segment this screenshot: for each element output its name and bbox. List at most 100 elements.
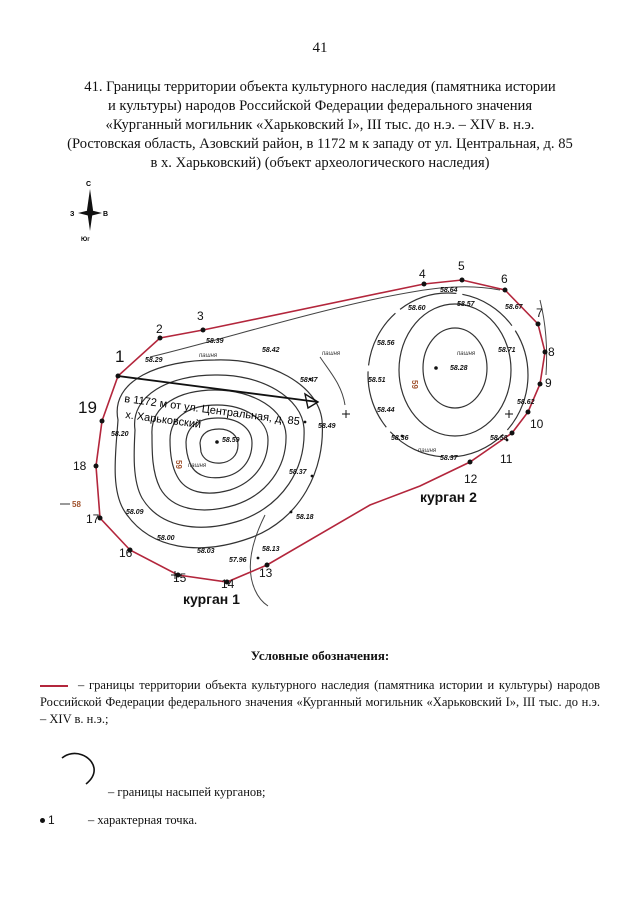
title-line: (Ростовская область, Азовский район, в 1… — [67, 136, 573, 152]
point-label: 11 — [500, 452, 513, 466]
elevation-label: 58.28 — [450, 365, 468, 372]
field-label: пашня — [188, 463, 207, 469]
title-line: и культуры) народов Российской Федерации… — [107, 98, 533, 114]
boundary-point — [525, 409, 531, 415]
field-label: пашня — [457, 351, 476, 357]
legend-boundary: – границы территории объекта культурного… — [40, 677, 600, 728]
terrain-line — [319, 356, 346, 406]
boundary-point — [535, 321, 541, 327]
elevation-label: 58.67 — [505, 304, 524, 311]
boundary-polygon — [95, 279, 546, 583]
legend-point-marker: 1 — [40, 813, 55, 827]
point-label: 1 — [115, 347, 124, 366]
elevation-label: 58.64 — [440, 287, 458, 294]
elevation-label: 57.96 — [229, 557, 247, 564]
elevation-label: 58.71 — [498, 347, 516, 354]
elevation-label: 58.47 — [300, 377, 319, 384]
elevation-label: 58.42 — [262, 347, 280, 354]
elevation-label: 58.37 — [440, 455, 459, 462]
contour-height-labels: 59 59 58 — [60, 380, 419, 509]
contour-height: 58 — [72, 500, 81, 509]
mound-contour — [151, 389, 287, 511]
field-label: пашня — [322, 351, 341, 357]
point-label: 12 — [464, 472, 478, 486]
mound-contour — [133, 374, 305, 528]
mound-contour — [199, 428, 239, 464]
boundary-point — [537, 381, 543, 387]
compass-east: В — [103, 211, 108, 218]
boundary-point — [157, 335, 163, 341]
mound-contour — [114, 359, 323, 549]
boundary-point — [509, 430, 515, 436]
elevation-label: 58.00 — [157, 535, 175, 542]
point-label: 7 — [536, 306, 543, 320]
contour-height: 59 — [410, 380, 419, 389]
elevation-label: 58.44 — [377, 407, 395, 414]
elevation-dots — [215, 366, 509, 560]
elevation-label: 58.56 — [377, 340, 395, 347]
point-label: 10 — [530, 417, 544, 431]
survey-markers — [171, 410, 513, 579]
elevation-label: 58.59 — [222, 437, 240, 444]
elevation-label: 58.49 — [318, 423, 336, 430]
elevation-labels: 58.29 58.39 58.42 58.47 58.49 58.37 58.1… — [111, 287, 535, 564]
mound-contour — [169, 404, 269, 494]
kurgan-2-label: курган 2 — [420, 489, 477, 505]
point-label: 18 — [73, 459, 87, 473]
elevation-label: 58.57 — [457, 301, 476, 308]
point-label: 4 — [419, 267, 426, 281]
legend-boundary-text: – границы территории объекта культурного… — [40, 678, 600, 726]
compass-west: З — [70, 211, 75, 218]
legend-point: – характерная точка. — [88, 813, 198, 827]
compass-icon: С З В Юг — [70, 181, 108, 243]
mound-border-swatch — [61, 752, 95, 785]
elevation-label: 58.36 — [391, 435, 409, 442]
field-labels: пашня пашня пашня пашня пашня — [188, 351, 476, 469]
title-line: «Курганный могильник «Харьковский I», II… — [105, 117, 535, 133]
point-dot-icon — [40, 818, 45, 824]
boundary-point — [421, 281, 427, 287]
mound-contour — [367, 292, 529, 458]
point-labels: 1 2 3 4 5 6 7 8 9 10 11 12 13 14 15 16 1… — [73, 259, 555, 591]
elevation-label: 58.51 — [368, 377, 386, 384]
kurgan-1-label: курган 1 — [183, 591, 240, 607]
terrain-line — [539, 299, 548, 376]
mound-contour — [398, 303, 512, 437]
boundary-point — [467, 459, 473, 465]
elevation-label: 58.13 — [262, 546, 280, 553]
point-label: 16 — [119, 546, 133, 560]
boundary-point — [224, 579, 230, 585]
compass-south: Юг — [81, 237, 90, 243]
elevation-label: 58.60 — [408, 305, 426, 312]
point-label: 5 — [458, 259, 465, 273]
site-plan-map: С З В Юг — [60, 181, 555, 607]
elevation-label: 58.20 — [111, 431, 129, 438]
elevation-label: 58.18 — [296, 514, 314, 521]
mound-contour — [185, 417, 253, 479]
title-line: в х. Харьковский) (объект археологическо… — [150, 155, 490, 171]
elevation-label: 58.37 — [289, 469, 308, 476]
kurgan-1-contours — [114, 359, 323, 549]
terrain-line — [249, 514, 269, 607]
point-label: 19 — [78, 398, 97, 417]
point-label: 2 — [156, 322, 163, 336]
boundary-point — [459, 277, 465, 283]
compass-north: С — [86, 181, 91, 188]
elevation-label: 58.58 — [490, 435, 508, 442]
reference-arrow: в 1172 м от ул. Центральная, д. 85 х. Ха… — [117, 375, 320, 431]
elevation-label: 58.29 — [145, 357, 163, 364]
legend-mound: – границы насыпей курганов; — [108, 785, 266, 799]
boundary-points — [93, 277, 548, 585]
terrain-lines — [149, 286, 548, 607]
boundary-point — [542, 349, 548, 355]
point-label: 3 — [197, 309, 204, 323]
elevation-label: 58.39 — [206, 338, 224, 345]
point-label: 6 — [501, 272, 508, 286]
point-label: 8 — [548, 345, 555, 359]
point-label: 9 — [545, 376, 552, 390]
elevation-label: 58.09 — [126, 509, 144, 516]
mound-contour — [422, 327, 488, 409]
boundary-point — [200, 327, 206, 333]
document-title: 41. Границы территории объекта культурно… — [40, 78, 600, 173]
legend-point-number: 1 — [48, 813, 55, 827]
